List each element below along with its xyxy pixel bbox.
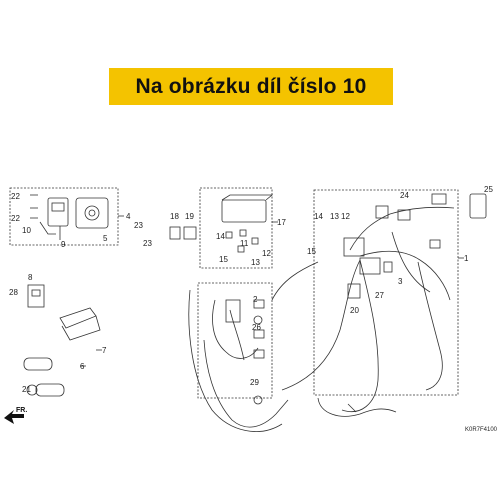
callout-25: 25 (484, 185, 493, 194)
callout-8: 8 (28, 273, 33, 282)
callout-22b: 22 (11, 214, 20, 223)
callout-21: 21 (22, 385, 31, 394)
callout-14a: 14 (216, 232, 225, 241)
callout-4: 4 (126, 212, 131, 221)
callout-13a: 13 (251, 258, 260, 267)
callout-26: 26 (252, 323, 261, 332)
callout-12b: 12 (341, 212, 350, 221)
group-box-left (9, 187, 119, 246)
callout-18: 18 (170, 212, 179, 221)
front-direction-arrow: FR. (4, 407, 27, 424)
callout-11: 11 (240, 239, 249, 248)
callout-23a: 23 (134, 221, 143, 230)
callout-13b: 13 (330, 212, 339, 221)
callout-17: 17 (277, 218, 286, 227)
callout-20: 20 (350, 306, 359, 315)
callout-7: 7 (102, 346, 107, 355)
callout-3: 3 (398, 277, 403, 286)
callout-19: 19 (185, 212, 194, 221)
callout-1: 1 (464, 254, 469, 263)
group-box-center (197, 282, 273, 399)
group-box-harness (313, 189, 459, 396)
callout-12a: 12 (262, 249, 271, 258)
callout-28: 28 (9, 288, 18, 297)
callout-27: 27 (375, 291, 384, 300)
callout-15b: 15 (307, 247, 316, 256)
callout-14b: 14 (314, 212, 323, 221)
callout-24: 24 (400, 191, 409, 200)
title-banner: Na obrázku díl číslo 10 (109, 68, 393, 105)
callout-9: 9 (61, 240, 66, 249)
callout-2: 2 (253, 295, 258, 304)
direction-label: FR. (16, 407, 27, 414)
callout-6: 6 (80, 362, 85, 371)
callout-10: 10 (22, 226, 31, 235)
page-title: Na obrázku díl číslo 10 (135, 74, 367, 98)
diagram-code: K0R7F4100 (465, 427, 498, 433)
callout-5: 5 (103, 234, 108, 243)
callout-22a: 22 (11, 192, 20, 201)
callout-15a: 15 (219, 255, 228, 264)
callout-29: 29 (250, 378, 259, 387)
group-box-fuse (199, 187, 273, 269)
callout-23b: 23 (143, 239, 152, 248)
